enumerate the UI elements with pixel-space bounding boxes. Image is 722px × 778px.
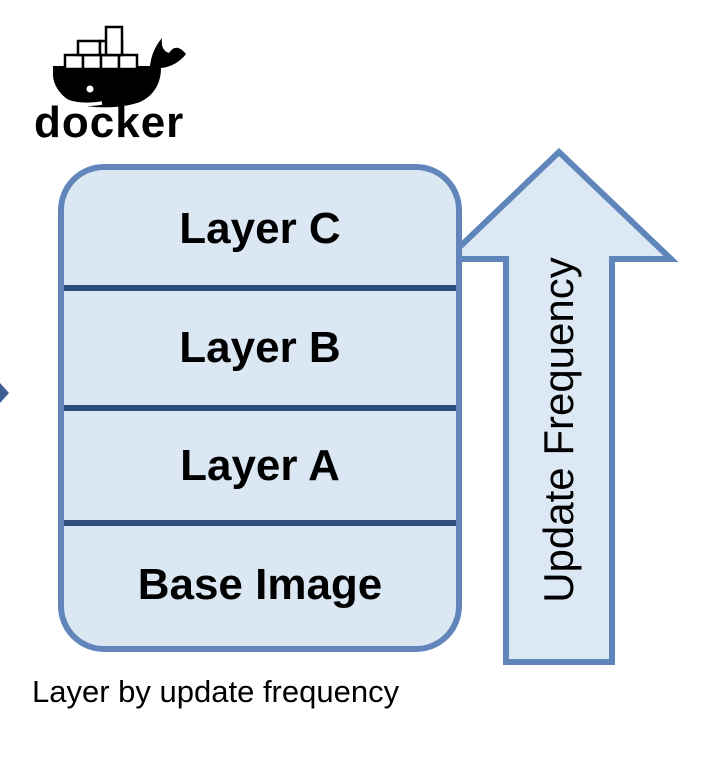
layer-label: Layer C: [179, 204, 341, 253]
layer-divider: [64, 285, 456, 291]
update-frequency-label: Update Frequency: [535, 257, 582, 603]
caption: Layer by update frequency: [32, 674, 400, 709]
layer-label: Base Image: [137, 560, 383, 609]
image-layer-stack: Layer C Layer B Layer A Base Image: [58, 164, 462, 652]
layer-divider: [64, 405, 456, 411]
layer-label: Layer A: [180, 441, 340, 490]
layer-label: Layer B: [179, 323, 341, 372]
docker-wordmark: docker: [34, 98, 185, 147]
layer-divider: [64, 520, 456, 526]
docker-whale-icon: [53, 25, 186, 108]
right-pointing-arrowhead-icon: [0, 383, 9, 403]
